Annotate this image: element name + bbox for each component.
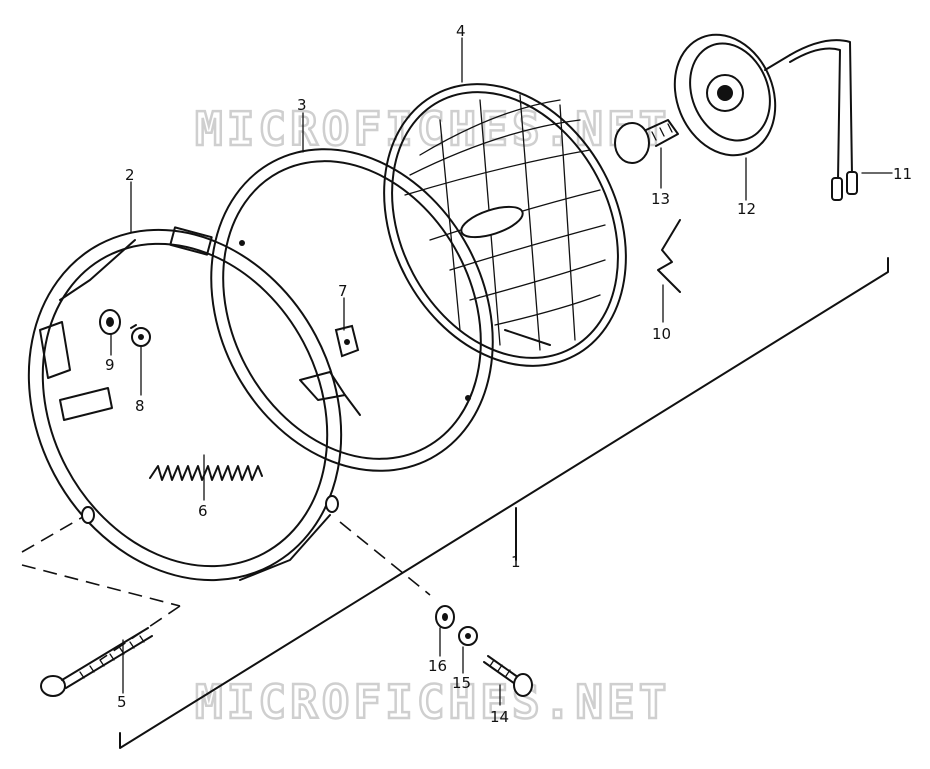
nut-15	[458, 626, 478, 646]
leader-lines	[21, 509, 431, 661]
assembly-bracket	[119, 257, 889, 749]
inner-ring	[210, 148, 494, 472]
callout-3: 3	[297, 96, 307, 114]
washer-16	[435, 605, 455, 629]
callout-12: 12	[737, 200, 756, 218]
callout-14: 14	[490, 708, 509, 726]
washer-9	[99, 309, 121, 335]
callout-13: 13	[651, 190, 670, 208]
spring-clip	[657, 219, 681, 293]
long-screw	[40, 627, 153, 697]
callout-7: 7	[338, 282, 348, 300]
callout-5: 5	[117, 693, 127, 711]
spring	[149, 465, 263, 481]
sealed-beam-unit	[383, 83, 627, 367]
callout-6: 6	[198, 502, 208, 520]
bulb	[614, 119, 679, 164]
callout-16: 16	[428, 657, 447, 675]
callout-9: 9	[105, 356, 115, 374]
callout-4: 4	[456, 22, 466, 40]
callout-1: 1	[511, 553, 521, 571]
callout-8: 8	[135, 397, 145, 415]
nut-8	[130, 324, 151, 347]
callout-10: 10	[652, 325, 671, 343]
callout-11: 11	[893, 165, 912, 183]
callout-2: 2	[125, 166, 135, 184]
wire-leads	[789, 39, 858, 201]
clip-7	[334, 324, 360, 358]
watermark-bottom: MICROFICHES.NET	[195, 675, 670, 729]
bulb-socket	[673, 33, 791, 157]
headlight-rim	[27, 226, 343, 582]
callout-15: 15	[452, 674, 471, 692]
screw-14	[483, 655, 533, 697]
callout-labels: 4 3 2 7 9 8 6 1 13 12 11 10 5 16 15 14	[105, 22, 912, 726]
callout-leaders	[110, 37, 893, 706]
